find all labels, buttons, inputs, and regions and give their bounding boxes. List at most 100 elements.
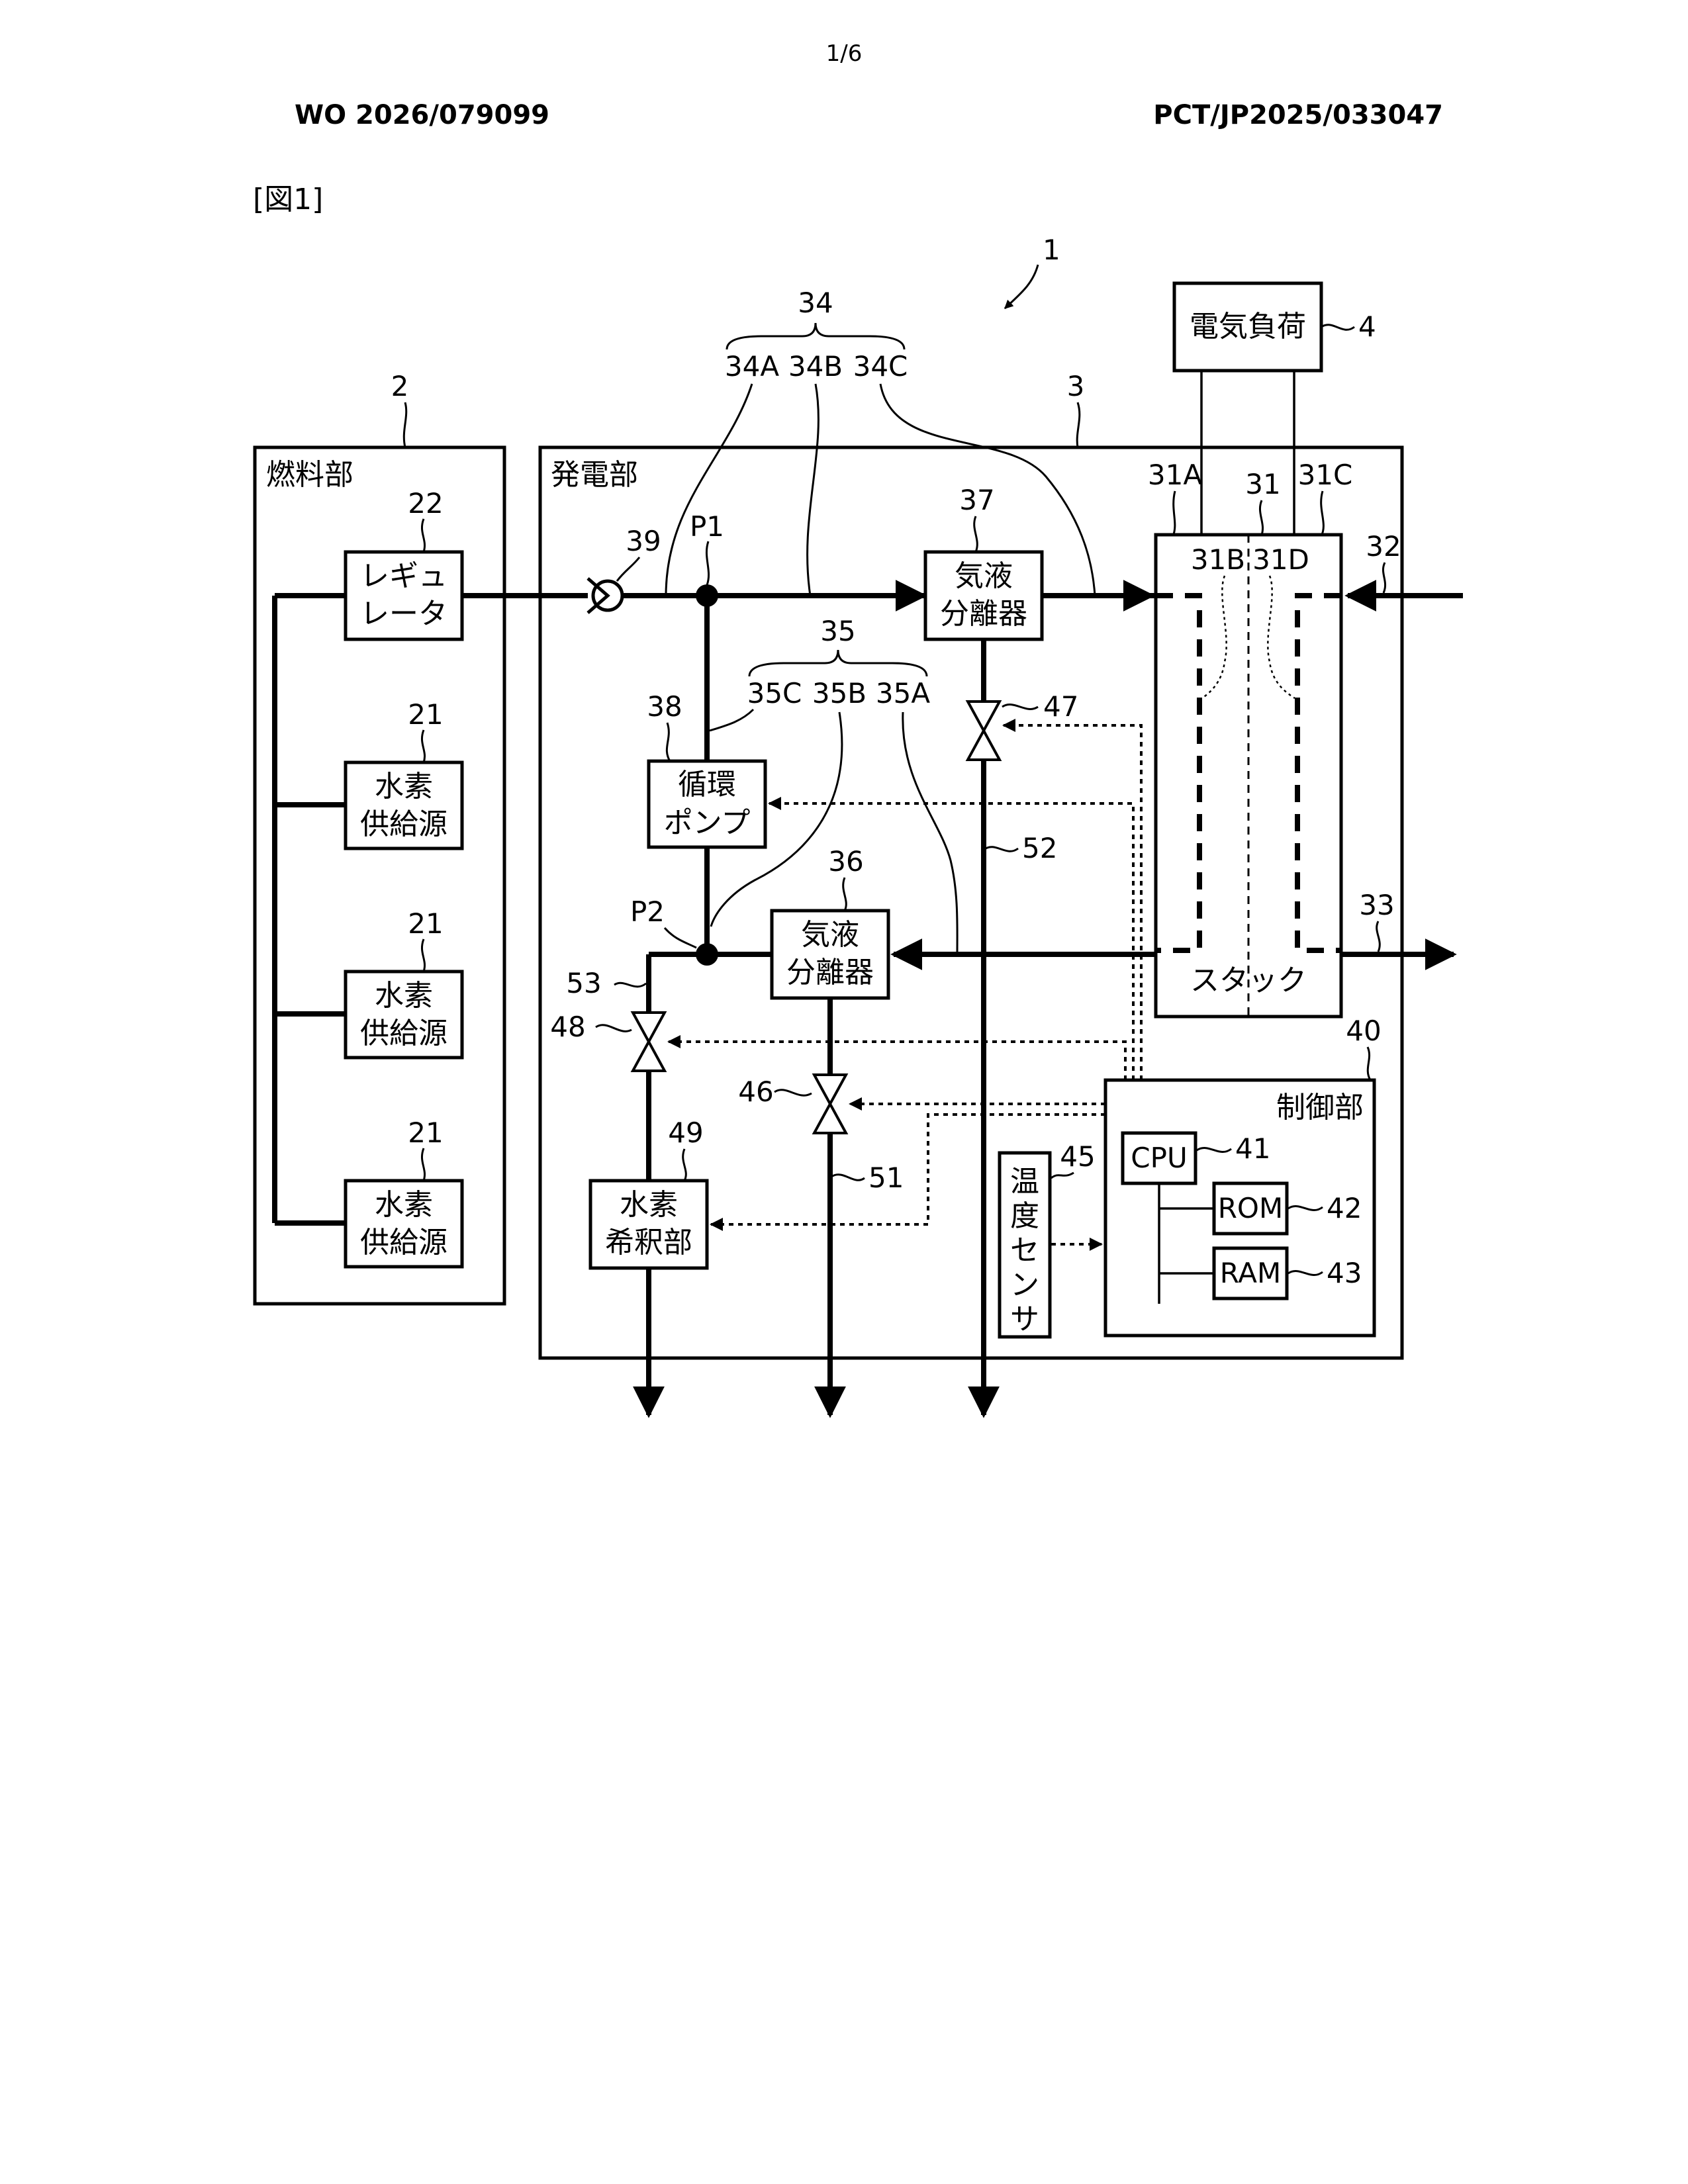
diluter-box: 水素 希釈部 [590,1181,707,1268]
valve-46-ref-leader [774,1090,812,1095]
stack-part-31b: 31B [1191,543,1245,576]
regulator-ref: 22 [408,487,443,520]
hydrogen-source-3-line-2: 供給源 [360,1226,447,1259]
stack-part-31c: 31C [1298,459,1353,491]
hydrogen-source-1-line-2: 供給源 [360,807,447,841]
drain-51-ref: 51 [868,1161,904,1194]
valve-47-ref: 47 [1043,690,1078,723]
separator-36-line-2: 分離器 [786,956,874,989]
temp-sensor-char-4: ン [1010,1268,1039,1302]
temp-sensor-ref: 45 [1060,1140,1095,1173]
electric-load-label: 電気負荷 [1190,310,1306,343]
system-ref-arrow [1005,265,1038,308]
power-unit-title: 発電部 [551,458,638,492]
junction-p2 [696,943,718,966]
check-valve-ref: 39 [626,525,661,557]
hydrogen-source-1-line-1: 水素 [375,770,433,803]
hydrogen-source-3: 水素 供給源 [346,1181,462,1267]
separator-36-ref: 36 [828,845,863,878]
valve-48 [633,1013,665,1071]
regulator-line-1: レギュ [360,559,447,593]
pipe-35c-label: 35C [747,677,802,709]
valve-46 [814,1075,846,1133]
separator-37-box: 気液 分離器 [925,552,1042,639]
drain-51-ref-leader [831,1175,865,1180]
controller-ref: 40 [1346,1015,1381,1047]
temp-sensor-ref-leader [1051,1173,1074,1178]
hydrogen-source-1-ref: 21 [408,698,443,731]
electric-load-box: 電気負荷 [1174,283,1321,371]
power-unit-ref: 3 [1067,370,1085,402]
pipe-34b-label: 34B [788,350,843,383]
separator-37-ref: 37 [959,484,994,516]
pipe-34b-leader [808,384,819,596]
controller-title: 制御部 [1276,1091,1364,1124]
hydrogen-source-2-line-1: 水素 [375,979,433,1013]
diluter-line-2: 希釈部 [605,1226,692,1259]
fuel-unit-ref-leader [404,402,406,447]
stack-ref: 31 [1245,468,1280,500]
air-outlet-ref-leader [1377,921,1380,952]
regulator-ref-leader [422,519,424,552]
stack-31c-leader [1321,491,1324,536]
system-ref: 1 [1043,234,1060,266]
separator-36-ref-leader [843,878,847,911]
purge-53-ref: 53 [566,967,601,999]
cpu-label: CPU [1131,1142,1187,1174]
junction-p1-label: P1 [690,510,724,543]
ram-label: RAM [1220,1257,1281,1289]
circulation-pump-box: 循環 ポンプ [649,761,765,847]
stack-label: スタック [1190,964,1307,997]
temp-sensor-char-5: サ [1010,1302,1039,1336]
stack-ref-leader [1260,500,1262,535]
junction-p2-label: P2 [630,895,665,928]
valve-48-ref: 48 [550,1011,585,1043]
rom-ref: 42 [1327,1192,1362,1224]
controller-ref-leader [1368,1047,1370,1080]
hydrogen-source-3-ref-leader [422,1148,424,1181]
cpu-ref-leader [1197,1148,1231,1152]
pipe-group-34-brace [727,323,904,349]
valve-47 [968,702,1000,760]
valve-46-ref: 46 [738,1075,773,1108]
separator-36-box: 気液 分離器 [772,911,888,998]
check-valve-ref-leader [617,557,639,581]
diluter-ref: 49 [668,1116,703,1149]
ram-box: RAM [1214,1248,1287,1298]
stack-part-31d: 31D [1252,543,1309,576]
pipe-group-35-ref: 35 [820,615,855,647]
pump-ref-leader [667,723,670,761]
rom-label: ROM [1218,1192,1283,1224]
pipe-group-35-brace [749,650,927,676]
temp-sensor-char-3: セ [1010,1234,1039,1267]
electric-load-ref: 4 [1358,310,1376,343]
hydrogen-source-1-ref-leader [422,730,424,762]
stack-part-31a: 31A [1148,459,1202,491]
fuel-unit-title: 燃料部 [266,458,353,492]
separator-37-ref-leader [974,516,978,552]
temperature-sensor-box: 温 度 セ ン サ [1000,1153,1050,1337]
pipe-35a-label: 35A [876,677,930,709]
hydrogen-source-1: 水素 供給源 [346,762,462,848]
valve-48-ref-leader [596,1025,632,1032]
signal-to-valve-48 [669,1042,1125,1080]
temp-sensor-char-1: 温 [1010,1165,1039,1199]
pump-line-1: 循環 [678,768,736,801]
hydrogen-source-3-ref: 21 [408,1116,443,1149]
fuel-unit-ref: 2 [391,370,409,402]
pipe-group-34-ref: 34 [798,287,833,319]
separator-37-line-2: 分離器 [940,597,1027,631]
junction-p1-leader [706,541,708,585]
pump-ref: 38 [647,690,682,723]
pump-line-2: ポンプ [664,806,751,840]
power-unit-ref-leader [1077,402,1080,447]
hydrogen-source-2: 水素 供給源 [346,972,462,1058]
ram-ref: 43 [1327,1257,1362,1289]
air-inlet-ref-leader [1383,563,1385,593]
separator-36-line-1: 気液 [801,918,859,952]
hydrogen-source-2-ref-leader [422,939,424,972]
purge-53-ref-leader [614,983,646,987]
hydrogen-source-3-line-1: 水素 [375,1188,433,1222]
check-valve-39 [588,578,622,613]
